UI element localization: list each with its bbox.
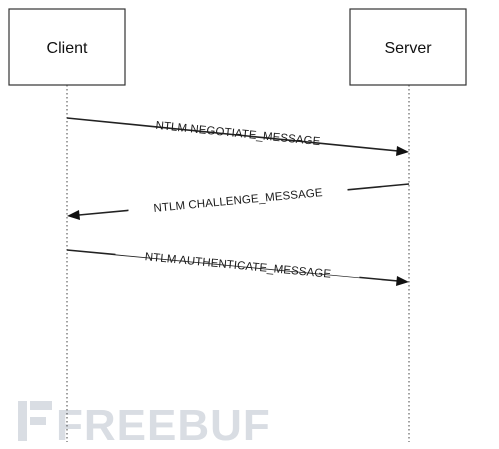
challenge-label-bg [127,179,348,216]
server-label: Server [384,40,432,57]
authenticate-label-bg [115,239,361,278]
message-authenticate: NTLM AUTHENTICATE_MESSAGE [66,239,409,286]
authenticate-arrowhead [396,276,409,286]
message-challenge: NTLM CHALLENGE_MESSAGE [67,179,410,220]
watermark-logo-bar-1 [18,401,27,441]
challenge-arrowhead [67,210,80,220]
negotiate-label-bg [128,106,350,143]
client-participant: Client [8,8,126,86]
server-box [349,8,467,86]
message-negotiate: NTLM NEGOTIATE_MESSAGE [66,106,409,156]
client-box [8,8,126,86]
server-participant: Server [349,8,467,86]
watermark-logo-bar-2 [30,401,52,410]
watermark: FREEBUF [18,401,271,449]
watermark-logo-bar-3 [30,417,46,425]
client-label: Client [47,40,88,57]
negotiate-arrowhead [396,146,409,156]
watermark-text: FREEBUF [56,401,271,449]
negotiate-arrow-line [66,117,399,152]
